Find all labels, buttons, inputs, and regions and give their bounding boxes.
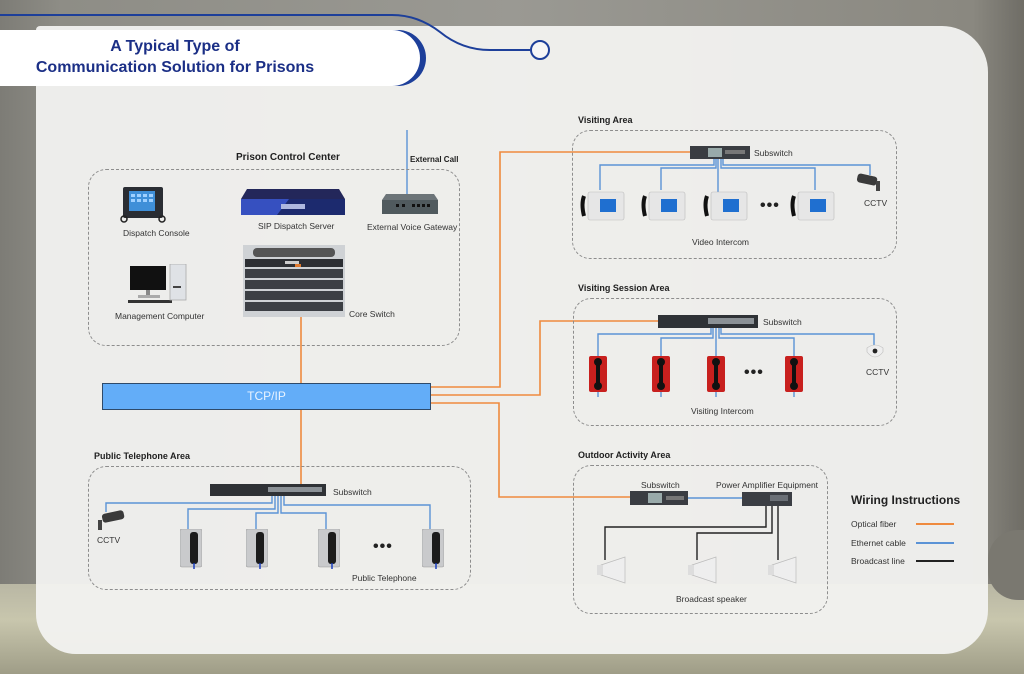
more-ellipsis: •••: [744, 364, 764, 381]
label-visiting-cctv: CCTV: [864, 198, 888, 208]
optical-fiber-lines: [300, 151, 690, 498]
header-outdoor-activity-area: Outdoor Activity Area: [578, 450, 671, 460]
label-core-switch: Core Switch: [349, 309, 395, 319]
cctv-bullet-camera-icon: [856, 173, 880, 191]
public-telephone-icon: [180, 529, 202, 569]
title-line-1: A Typical Type of: [110, 38, 240, 55]
label-management-computer: Management Computer: [115, 311, 205, 321]
header-visiting-session-area: Visiting Session Area: [578, 283, 670, 293]
broadcast-speaker-icon: [768, 556, 797, 584]
label-public-telephone: Public Telephone: [352, 573, 417, 583]
public-telephone-icon: [422, 529, 444, 569]
title-line-2: Communication Solution for Prisons: [35, 59, 315, 76]
zone-visiting-session-area: [573, 298, 897, 426]
more-ellipsis: •••: [760, 197, 780, 214]
label-power-amplifier: Power Amplifier Equipment: [716, 480, 819, 490]
label-sip-dispatch-server: SIP Dispatch Server: [258, 221, 335, 231]
public-telephone-icon: [246, 529, 268, 569]
visiting-intercom-icon: [589, 356, 607, 392]
legend-title: Wiring Instructions: [851, 493, 961, 507]
public-telephone-icon: [318, 529, 340, 569]
page-title: A Typical Type of Communication Solution…: [0, 36, 350, 78]
label-visiting-intercom: Visiting Intercom: [691, 406, 754, 416]
visiting-intercom-icon: [707, 356, 725, 392]
legend-label-broadcast-line: Broadcast line: [851, 556, 905, 566]
management-computer-icon: [128, 264, 187, 303]
broadcast-speaker-icon: [597, 556, 626, 584]
core-switch-icon: [243, 245, 345, 317]
legend-swatch-optical-fiber: [916, 523, 954, 525]
title-node-icon: [530, 40, 550, 60]
header-visiting-area: Visiting Area: [578, 115, 633, 125]
visiting-intercom-icon: [785, 356, 803, 392]
video-intercom-icon: [703, 191, 748, 221]
title-banner: [0, 30, 420, 86]
background-wall: [988, 530, 1024, 600]
external-voice-gateway-icon: [382, 194, 438, 214]
label-dispatch-console: Dispatch Console: [123, 228, 190, 238]
outdoor-subswitch-icon: [630, 491, 688, 505]
sip-dispatch-server-icon: [241, 189, 345, 215]
more-ellipsis: •••: [373, 538, 393, 555]
broadcast-lines: [604, 505, 779, 560]
label-broadcast-speaker: Broadcast speaker: [676, 594, 747, 604]
header-prison-control-center: Prison Control Center: [236, 152, 340, 163]
tcpip-network-bar: TCP/IP: [102, 383, 431, 410]
legend-label-ethernet-cable: Ethernet cable: [851, 538, 906, 548]
legend-label-optical-fiber: Optical fiber: [851, 519, 897, 529]
session-ethernet-lines: [597, 327, 875, 397]
visiting-ethernet-lines: [599, 158, 871, 192]
public-ethernet-lines: [105, 495, 431, 530]
label-visiting-subswitch: Subswitch: [754, 148, 793, 158]
label-public-cctv: CCTV: [97, 535, 121, 545]
fiber-to-session: [429, 320, 658, 396]
zone-visiting-area: [572, 130, 897, 259]
dispatch-console-icon: [120, 187, 166, 223]
label-public-subswitch: Subswitch: [333, 487, 372, 497]
label-external-call: External Call: [410, 155, 459, 164]
visiting-intercom-icon: [652, 356, 670, 392]
label-external-voice-gateway: External Voice Gateway: [367, 222, 458, 232]
power-amplifier-icon: [742, 492, 792, 506]
zone-prison-control-center: [88, 169, 460, 346]
public-subswitch-icon: [210, 484, 326, 496]
cctv-bullet-camera-icon: [98, 510, 125, 530]
fiber-to-outdoor: [429, 402, 630, 498]
header-public-telephone-area: Public Telephone Area: [94, 451, 191, 461]
legend-swatch-ethernet-cable: [916, 542, 954, 544]
cctv-dome-camera-icon: [866, 344, 884, 358]
label-video-intercom: Video Intercom: [692, 237, 750, 247]
broadcast-speaker-icon: [688, 556, 717, 584]
session-subswitch-icon: [658, 315, 758, 328]
label-session-cctv: CCTV: [866, 367, 890, 377]
video-intercom-icon: [790, 191, 835, 221]
fiber-to-visiting: [429, 151, 690, 388]
video-intercom-icon: [641, 191, 686, 221]
label-session-subswitch: Subswitch: [763, 317, 802, 327]
legend-swatch-broadcast-line: [916, 560, 954, 562]
label-outdoor-subswitch: Subswitch: [641, 480, 680, 490]
visiting-subswitch-icon: [690, 146, 750, 159]
video-intercom-icon: [580, 191, 625, 221]
zone-public-telephone-area: [88, 466, 471, 590]
zone-outdoor-activity-area: [573, 465, 828, 614]
